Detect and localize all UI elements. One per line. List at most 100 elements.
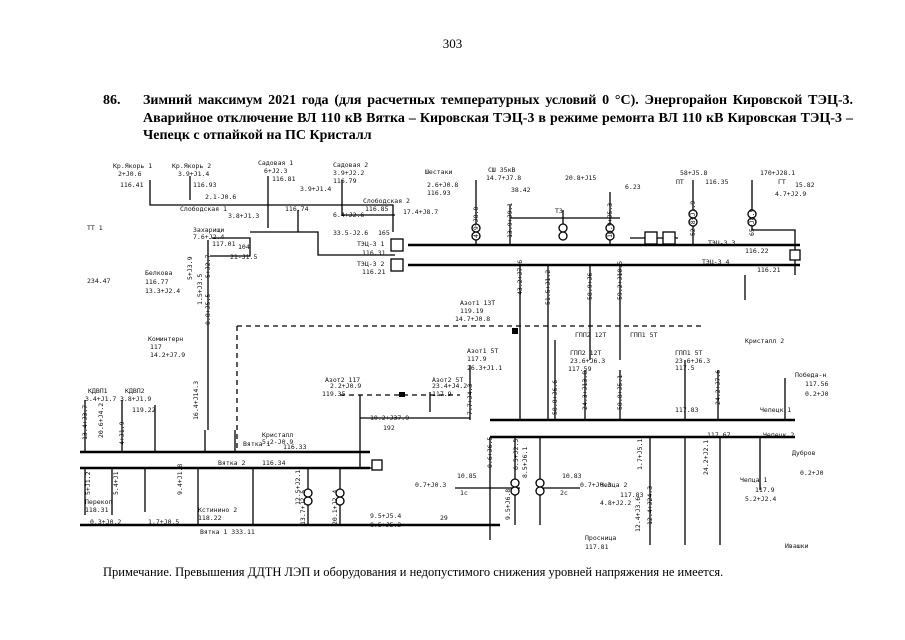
flow-label: 65+J8.9 bbox=[748, 209, 756, 236]
scheme-label: 0.2+J0 bbox=[805, 390, 829, 398]
flow-label: 43.2+J7.6 bbox=[516, 260, 524, 295]
scheme-label: 117.56 bbox=[805, 380, 829, 388]
scheme-label: Белкова bbox=[145, 269, 172, 277]
flow-label: 58.8+J5.1 bbox=[616, 375, 624, 410]
scheme-label: Вятка 1 333.11 bbox=[200, 528, 255, 536]
scheme-label: Победа-н bbox=[795, 371, 826, 379]
scheme-label: 38.42 bbox=[511, 186, 531, 194]
scheme-label: ТЭЦ-3 4 bbox=[702, 258, 729, 266]
flow-label: 4.9+J8.8 bbox=[472, 207, 480, 238]
scheme-label: Садовая 1 bbox=[258, 159, 293, 167]
scheme-label: 4.7+J2.9 bbox=[775, 190, 806, 198]
breakers bbox=[371, 231, 801, 471]
scheme-label: 21-J1.5 bbox=[230, 253, 257, 261]
scheme-label: 116.93 bbox=[193, 181, 217, 189]
scheme-label: 23.6+J6.3 bbox=[570, 357, 605, 365]
scheme-label: 116.85 bbox=[365, 205, 389, 213]
scheme-label: Вятка 2 bbox=[218, 459, 245, 467]
flow-label: 7.7+J4.3 bbox=[466, 384, 474, 415]
scheme-label: Слободская 2 bbox=[363, 197, 410, 205]
footnote: Примечание. Превышения ДДТН ЛЭП и оборуд… bbox=[103, 565, 724, 579]
scheme-lines bbox=[80, 176, 800, 545]
scheme-label: 116.22 bbox=[745, 247, 769, 255]
scheme-label: 170+J28.1 bbox=[760, 169, 795, 177]
scheme-label: 2.2+J0.9 bbox=[330, 382, 361, 390]
flow-label: 0.8+J5.5 bbox=[204, 294, 212, 325]
flow-label: 6.5+J2.5 bbox=[512, 439, 520, 470]
flow-label: 1.7+J5.1 bbox=[636, 439, 644, 470]
flow-label: 10.9+J5.3 bbox=[606, 203, 614, 238]
scheme-label: 5.2+J2.4 bbox=[745, 495, 776, 503]
scheme-label: 3.4+J1.7 bbox=[85, 395, 116, 403]
scheme-label: Чепецк 1 bbox=[760, 406, 791, 414]
scheme-label: 116.35 bbox=[705, 178, 729, 186]
flow-label: 12.4+J24.3 bbox=[646, 486, 654, 525]
scheme-label: 234.47 bbox=[87, 277, 111, 285]
scheme-label: Кстинино 2 bbox=[198, 506, 237, 514]
scheme-label: 23.6+J6.3 bbox=[675, 357, 710, 365]
scheme-label: ГПП1 5Т bbox=[630, 331, 657, 339]
scheme-label: 2.6+J0.8 bbox=[427, 181, 458, 189]
flow-label: 16.4+J14.3 bbox=[192, 381, 200, 420]
scheme-label: Чепца 1 bbox=[740, 476, 767, 484]
scheme-label: 4.8+J2.2 bbox=[600, 499, 631, 507]
flow-label: 5.4+J1 bbox=[112, 471, 120, 495]
scheme-label: 117.01 bbox=[212, 240, 236, 248]
scheme-label: 33.5-J2.6 bbox=[333, 229, 368, 237]
scheme-label: Кр.Якорь 2 bbox=[172, 162, 211, 170]
scheme-label: 0.7+J0.3 bbox=[580, 481, 611, 489]
scheme-label: 165 bbox=[378, 229, 390, 237]
scheme-labels: Кр.Якорь 1 2+J0.6 116.41 Кр.Якорь 2 3.9+… bbox=[85, 159, 829, 551]
scheme-label: 117.9 bbox=[467, 355, 487, 363]
scheme-label: ГТ bbox=[778, 178, 786, 186]
scheme-label: 14.7+J7.8 bbox=[486, 174, 521, 182]
scheme-label: 116.74 bbox=[285, 205, 309, 213]
scheme-label: 10.83 bbox=[562, 472, 582, 480]
scheme-label: 2+J0.6 bbox=[118, 170, 142, 178]
scheme-label: 13.3+J2.4 bbox=[145, 287, 180, 295]
scheme-label: Дубров bbox=[792, 449, 816, 457]
scheme-label: 119.22 bbox=[132, 406, 156, 414]
scheme-label: ГПП1 5Т bbox=[675, 349, 702, 357]
scheme-label: 17.4+J8.7 bbox=[403, 208, 438, 216]
transformers bbox=[303, 209, 757, 506]
heading-number: 86. bbox=[103, 93, 121, 108]
scheme-label: Чепца 2 bbox=[600, 481, 627, 489]
scheme-label: Слободская 1 bbox=[180, 205, 227, 213]
scheme-label: 117.83 bbox=[620, 491, 644, 499]
scheme-label: 2.1-J0.6 bbox=[205, 193, 236, 201]
scheme-label: ТЭЦ-3 1 bbox=[357, 240, 384, 248]
flow-label: 1.5+J3.5 bbox=[196, 274, 204, 305]
scheme-label: ГПП2 12Т bbox=[575, 331, 606, 339]
scheme-label: 3.8+J1.9 bbox=[120, 395, 151, 403]
scheme-label: ТЭЦ-3 3 bbox=[708, 239, 735, 247]
scheme-label: 23.4+J4.2 bbox=[432, 382, 467, 390]
scheme-label: Т3 bbox=[555, 207, 563, 215]
scheme-label: ТЭЦ-3 2 bbox=[357, 260, 384, 268]
scheme-label: 3.8+J1.3 bbox=[228, 212, 259, 220]
flow-label: 52.8+J1.9 bbox=[689, 201, 697, 236]
flow-label: 8.5+J6.1 bbox=[521, 447, 529, 478]
scheme-label: 116.33 bbox=[283, 443, 307, 451]
scheme-label: 6.4+J2.6 bbox=[333, 211, 364, 219]
scheme-label: Чепецк 2 bbox=[763, 431, 794, 439]
scheme-label: 3.9+J1.4 bbox=[300, 185, 331, 193]
flow-label: 9.4+J1.8 bbox=[176, 464, 184, 495]
scheme-label: Кр.Якорь 1 bbox=[113, 162, 152, 170]
scheme-label: 117.59 bbox=[568, 365, 592, 373]
scheme-label: Ивашки bbox=[785, 542, 809, 550]
scheme-label: 7.6+J2.4 bbox=[193, 233, 224, 241]
scheme-label: 116.93 bbox=[427, 189, 451, 197]
flow-label: 13.7+J2.5 bbox=[299, 490, 307, 525]
scheme-label: Азот2 117 bbox=[325, 376, 360, 384]
scheme-label: 9.5+J5.4 bbox=[370, 512, 401, 520]
scheme-label: 116.77 bbox=[145, 278, 169, 286]
scheme-label: 0.3+J0.2 bbox=[90, 518, 121, 526]
scheme-label: 2с bbox=[560, 489, 568, 497]
scheme-label: 117.67 bbox=[707, 431, 731, 439]
scheme-label: Кристалл 2 bbox=[745, 337, 784, 345]
scheme-label: 116.81 bbox=[272, 175, 296, 183]
flow-label: 24.3+J13.8 bbox=[581, 371, 589, 410]
scheme-label: Кристалл bbox=[262, 431, 293, 439]
